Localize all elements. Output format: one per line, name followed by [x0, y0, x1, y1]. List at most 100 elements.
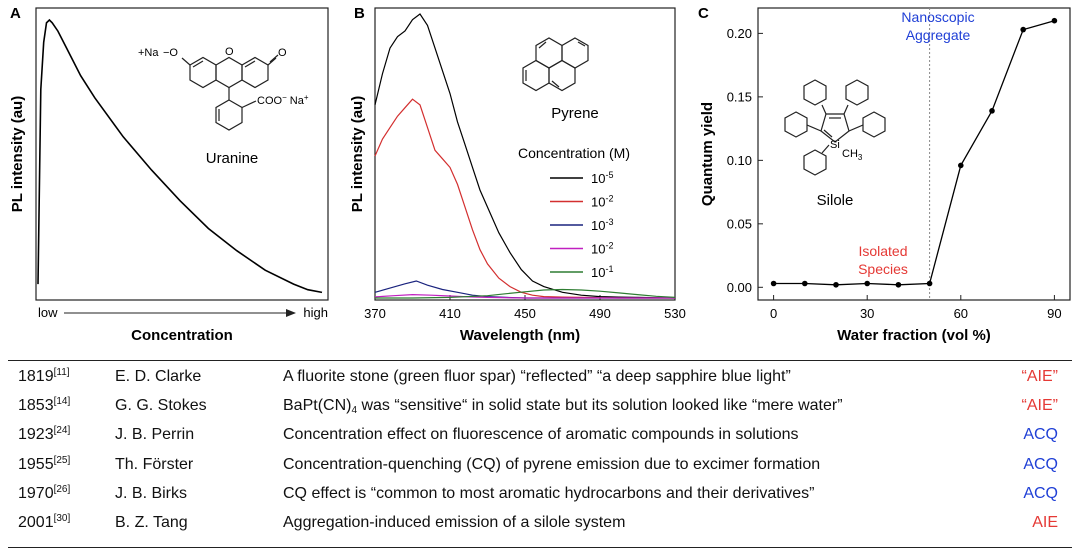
- panel-a-plot: [37, 18, 323, 294]
- panel-b-xlabel: Wavelength (nm): [460, 327, 580, 344]
- row-tag: ACQ: [1023, 484, 1058, 502]
- row-tag: ACQ: [1023, 455, 1058, 473]
- panel-a-x-high: high: [303, 305, 328, 320]
- panel-c-point: [895, 281, 902, 288]
- silole-si-label: Si: [830, 139, 840, 151]
- annot-isolated-2: Species: [858, 261, 908, 277]
- pyrene-structure: [522, 37, 589, 92]
- row-author: G. G. Stokes: [115, 396, 207, 414]
- panel-c-plot: [770, 8, 1058, 300]
- table-row: 1923[24] J. B. Perrin Concentration effect…: [8, 421, 1072, 450]
- uranine-coo-label: COO− Na+: [257, 93, 309, 107]
- panel-b-series-0: [374, 13, 676, 299]
- panel-b-plot: [374, 13, 676, 299]
- uranine-structure: [181, 54, 279, 131]
- annot-aggregate-1: Nanoscopic: [901, 9, 974, 25]
- row-year: 2001[30]: [18, 513, 71, 532]
- panel-c-point: [1020, 26, 1026, 33]
- panel-c-xlabel: Water fraction (vol %): [837, 327, 991, 344]
- panel-c-point: [864, 280, 870, 287]
- panel-c-point: [989, 108, 995, 114]
- panel-c-y-tick-label: 0.00: [727, 280, 752, 295]
- row-ref: [30]: [53, 513, 71, 525]
- row-ref: [14]: [53, 395, 71, 407]
- panel-b-x-tick-label: 370: [364, 306, 386, 321]
- panel-b-x-tick-label: 490: [589, 306, 611, 321]
- row-year: 1853[14]: [18, 395, 71, 414]
- row-year: 1970[26]: [18, 483, 71, 502]
- panel-a-frame: [35, 7, 329, 301]
- panel-b-legend: 10-510-210-310-210-1: [550, 170, 613, 280]
- panel-a: A PL intensity (au) low high Concentrati…: [9, 5, 329, 344]
- panel-b-legend-title: Concentration (M): [518, 145, 630, 161]
- panel-c-x-tick-label: 30: [860, 306, 874, 321]
- row-author: J. B. Birks: [115, 484, 188, 502]
- uranine-ominus-label: −O: [163, 47, 178, 59]
- panel-a-xlabel: Concentration: [131, 327, 233, 344]
- panel-b-x-tick-label: 410: [439, 306, 461, 321]
- row-tag: AIE: [1032, 514, 1058, 532]
- table-bottom-rule: [8, 547, 1072, 548]
- pyrene-label: Pyrene: [551, 105, 599, 122]
- row-description: A fluorite stone (green fluor spar) “ref…: [283, 367, 791, 385]
- table-row: 1853[14] G. G. Stokes BaPt(CN)4 was “sensi…: [8, 391, 1072, 420]
- row-author: E. D. Clarke: [115, 367, 202, 385]
- silole-ch3-label: CH3: [842, 148, 863, 162]
- row-ref: [25]: [53, 454, 71, 466]
- panel-c-y-tick-label: 0.10: [727, 153, 752, 168]
- row-tag: “AIE”: [1021, 396, 1058, 414]
- uranine-cation-label: +Na: [138, 47, 159, 59]
- panel-a-x-low: low: [38, 305, 58, 320]
- panel-c-series-0: [773, 20, 1055, 286]
- panel-c-point: [1051, 17, 1058, 24]
- row-description: CQ effect is “common to most aromatic hy…: [283, 484, 815, 502]
- uranine-oring-label: O: [225, 46, 234, 58]
- panel-c-point: [926, 280, 933, 287]
- legend-entry-3: 10-2: [591, 241, 613, 257]
- row-description: Concentration-quenching (CQ) of pyrene e…: [283, 455, 821, 473]
- panel-c-y-tick-label: 0.05: [727, 216, 752, 231]
- panel-b-x-axis: 370 410 450 490 530: [364, 295, 686, 321]
- row-tag: “AIE”: [1021, 367, 1058, 385]
- panel-a-ylabel: PL intensity (au): [9, 96, 26, 212]
- panel-b-series-4: [375, 288, 676, 299]
- table-row: 1970[26] J. B. Birks CQ effect is “common …: [8, 479, 1072, 508]
- row-description: BaPt(CN)4 was “sensitive“ in solid state…: [283, 396, 843, 416]
- legend-entry-0: 10-5: [591, 170, 613, 186]
- legend-entry-1: 10-2: [591, 194, 613, 210]
- panel-c-letter: C: [698, 5, 709, 22]
- panel-b-series-1: [374, 98, 675, 299]
- table-top-rule: [8, 360, 1072, 361]
- row-year: 1923[24]: [18, 425, 71, 444]
- panel-c-point: [770, 280, 777, 287]
- row-author: J. B. Perrin: [115, 426, 195, 444]
- panel-c-ylabel: Quantum yield: [699, 102, 716, 206]
- panel-a-series-0: [37, 18, 323, 294]
- panel-c-x-tick-label: 0: [770, 306, 777, 321]
- panel-b-letter: B: [354, 5, 365, 22]
- silole-label: Silole: [817, 192, 854, 209]
- panel-c-frame: [757, 7, 1071, 301]
- panel-b-x-tick-label: 530: [664, 306, 686, 321]
- panel-b-series-3: [374, 293, 675, 299]
- panel-c-point: [802, 280, 808, 287]
- panel-c-point: [833, 281, 839, 288]
- figure-panels: A PL intensity (au) low high Concentrati…: [9, 5, 1071, 344]
- panel-b-x-tick-label: 450: [514, 306, 536, 321]
- legend-entry-4: 10-1: [591, 264, 613, 280]
- row-tag: ACQ: [1023, 426, 1058, 444]
- annot-isolated-1: Isolated: [858, 243, 907, 259]
- row-ref: [24]: [53, 425, 71, 437]
- panel-c-x-tick-label: 90: [1047, 306, 1061, 321]
- panel-c-y-tick-label: 0.15: [727, 89, 752, 104]
- row-year: 1955[25]: [18, 454, 71, 473]
- silole-structure: [784, 79, 886, 176]
- panel-c-point: [958, 162, 964, 169]
- row-description: Concentration effect on fluorescence of …: [283, 426, 799, 444]
